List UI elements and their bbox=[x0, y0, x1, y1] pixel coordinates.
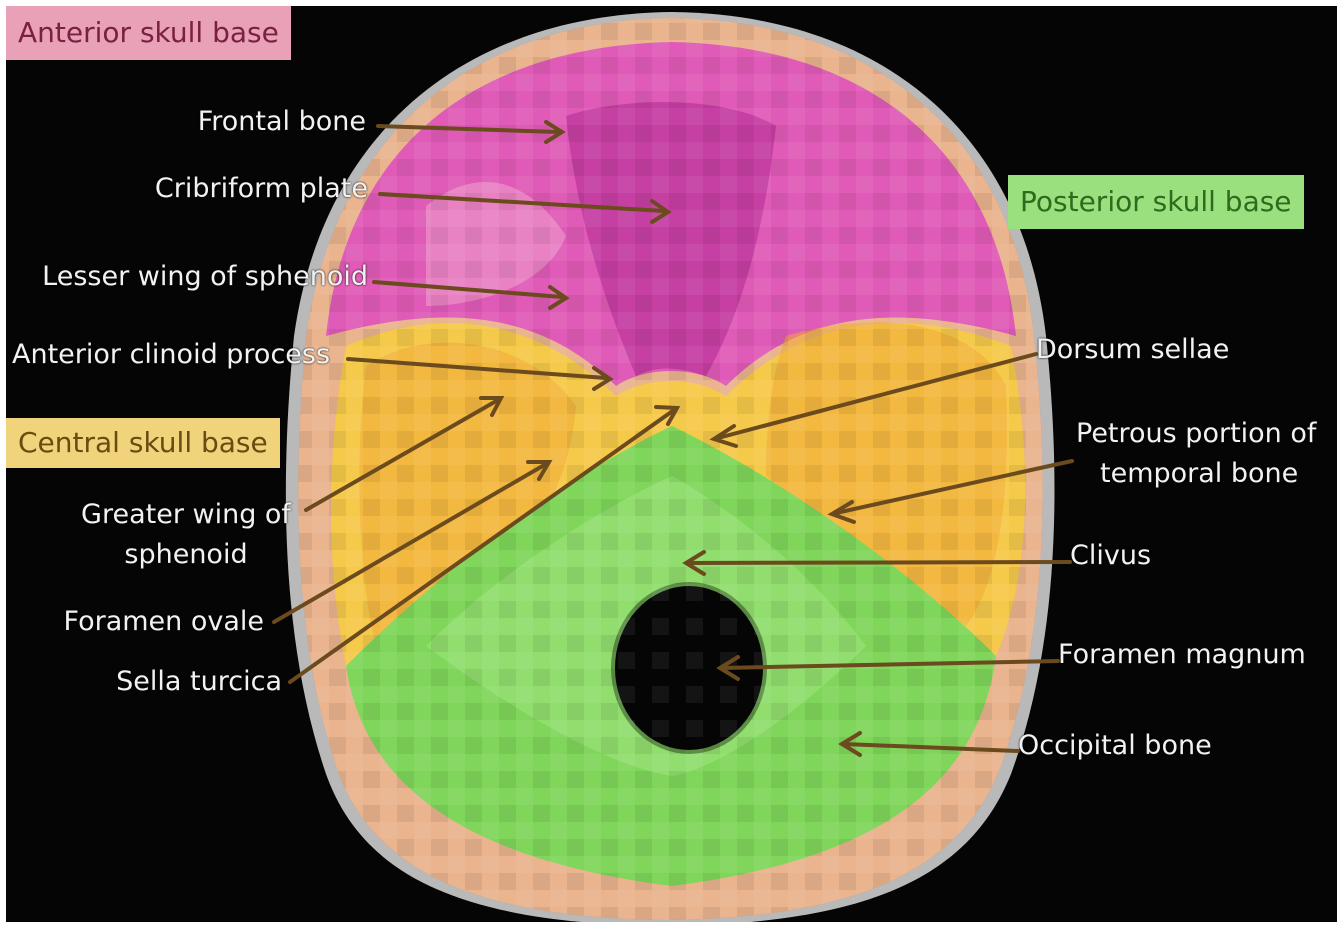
diagram-board: Anterior skull base Central skull base P… bbox=[6, 6, 1337, 922]
label-dorsum-sellae: Dorsum sellae bbox=[1036, 333, 1229, 367]
posterior-skull-base-box: Posterior skull base bbox=[1008, 175, 1304, 229]
central-skull-base-box: Central skull base bbox=[6, 418, 280, 468]
label-greater-wing-line1: Greater wing of bbox=[66, 498, 306, 532]
label-anterior-clinoid: Anterior clinoid process bbox=[12, 338, 330, 372]
label-lesser-wing: Lesser wing of sphenoid bbox=[26, 260, 368, 294]
label-foramen-ovale: Foramen ovale bbox=[26, 605, 264, 639]
label-cribriform-plate: Cribriform plate bbox=[66, 172, 368, 206]
label-clivus: Clivus bbox=[1070, 539, 1151, 573]
label-occipital-bone: Occipital bone bbox=[1018, 729, 1212, 763]
label-greater-wing-line2: sphenoid bbox=[66, 538, 306, 572]
label-petrous-line1: Petrous portion of bbox=[1076, 417, 1316, 451]
label-frontal-bone: Frontal bone bbox=[106, 105, 366, 139]
label-petrous-line2: temporal bone bbox=[1100, 457, 1298, 491]
label-foramen-magnum: Foramen magnum bbox=[1058, 638, 1306, 672]
anterior-skull-base-box: Anterior skull base bbox=[6, 6, 291, 60]
leader-clivus bbox=[688, 562, 1070, 563]
label-sella-turcica: Sella turcica bbox=[46, 665, 282, 699]
